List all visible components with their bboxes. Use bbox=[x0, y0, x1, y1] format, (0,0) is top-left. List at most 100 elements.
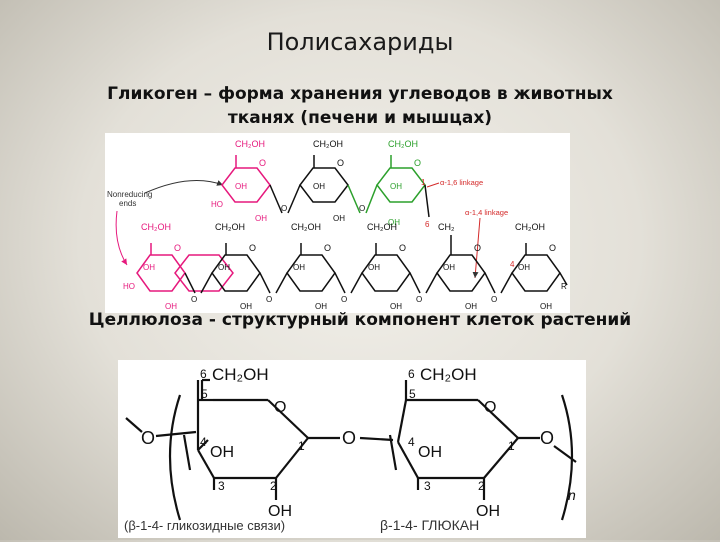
nonreducing-label-1: Nonreducing bbox=[107, 190, 152, 199]
r1-c4: 4 bbox=[200, 435, 207, 449]
b1-ch2oh: CH₂OH bbox=[141, 222, 171, 232]
bridge-o: O bbox=[342, 428, 356, 448]
b1-o: O bbox=[174, 243, 181, 253]
bottom-rings bbox=[136, 254, 561, 292]
r2-c4: 4 bbox=[408, 435, 415, 449]
b3-oh2: OH bbox=[315, 302, 327, 311]
top-ring-pink bbox=[221, 155, 271, 203]
r1-c1: 1 bbox=[298, 439, 305, 453]
b2-oh: OH bbox=[218, 263, 230, 272]
b1-oh2: OH bbox=[165, 302, 177, 311]
top-ring-black-oh: OH bbox=[313, 182, 325, 191]
b4-oh2: OH bbox=[390, 302, 402, 311]
b3-o: O bbox=[324, 243, 331, 253]
r2-ch2oh: CH₂OH bbox=[420, 365, 477, 384]
b5-o: O bbox=[474, 243, 481, 253]
r1-ch2oh: CH₂OH bbox=[212, 365, 269, 384]
top-ring-black-ch2oh: CH₂OH bbox=[313, 139, 343, 149]
b1-oh: OH bbox=[143, 263, 155, 272]
r2-c3: 3 bbox=[424, 479, 431, 493]
r2-c6: 6 bbox=[408, 367, 415, 381]
b6-oh2: OH bbox=[540, 302, 552, 311]
nonreducing-arrow-top bbox=[144, 180, 224, 194]
a16-six-label: 6 bbox=[425, 220, 430, 229]
r1-c2: 2 bbox=[270, 479, 277, 493]
repeat-n: n bbox=[568, 487, 576, 503]
r1-oh: OH bbox=[210, 444, 234, 461]
bottom-bridges bbox=[184, 272, 568, 294]
top-ring-pink-oh: OH bbox=[235, 182, 247, 191]
r1-ring-o: O bbox=[274, 399, 286, 416]
r1-oh2: OH bbox=[268, 503, 292, 520]
glycogen-heading-line2: тканях (печени и мышцах) bbox=[227, 108, 493, 128]
b5-oh: OH bbox=[443, 263, 455, 272]
a16-label: α-1,6 linkage bbox=[440, 178, 483, 187]
r2-ring-o: O bbox=[484, 399, 496, 416]
nonreducing-arrow-bottom bbox=[115, 210, 128, 266]
b2-oh2: OH bbox=[240, 302, 252, 311]
cellulose-svg: 6 CH₂OH 5 O 4 OH 1 3 2 OH O O 6 CH₂OH 5 … bbox=[124, 365, 577, 533]
cellulose-legend-left: (β-1-4- гликозидные связи) bbox=[124, 518, 285, 533]
top-ring-black-o: O bbox=[337, 158, 344, 168]
r2-c2: 2 bbox=[478, 479, 485, 493]
r1-c5: 5 bbox=[201, 387, 208, 401]
r2-c5: 5 bbox=[409, 387, 416, 401]
b5-oh2: OH bbox=[465, 302, 477, 311]
r2-oh2: OH bbox=[476, 503, 500, 520]
r1-c6: 6 bbox=[200, 367, 207, 381]
slide-title: Полисахариды bbox=[266, 28, 454, 56]
top-ring-green-ch2oh: CH₂OH bbox=[388, 139, 418, 149]
top-ring-green-oh2: OH bbox=[388, 218, 400, 227]
cellulose-legend-right: β-1-4- ГЛЮКАН bbox=[380, 517, 479, 533]
cellulose-bonds bbox=[125, 378, 577, 521]
b6-oh: OH bbox=[518, 263, 530, 272]
top-ring-black-oh2: OH bbox=[333, 214, 345, 223]
glycogen-structure-image: Nonreducing ends CH₂OH O OH HO OH CH₂OH … bbox=[105, 133, 570, 313]
glycogen-svg: Nonreducing ends CH₂OH O OH HO OH CH₂OH … bbox=[107, 139, 568, 311]
b-link-o-5: O bbox=[491, 295, 497, 304]
b6-ch2oh: CH₂OH bbox=[515, 222, 545, 232]
b5-ch2: CH₂ bbox=[438, 222, 455, 232]
a14-pointer bbox=[472, 217, 481, 279]
b3-ch2oh: CH₂OH bbox=[291, 222, 321, 232]
top-ring-green-o: O bbox=[414, 158, 421, 168]
lead-o: O bbox=[141, 428, 155, 448]
green-c1-label: 1 bbox=[421, 178, 426, 187]
top-ring-pink-oh2: OH bbox=[255, 214, 267, 223]
b1-ho: HO bbox=[123, 282, 135, 291]
b3-oh: OH bbox=[293, 263, 305, 272]
b2-o: O bbox=[249, 243, 256, 253]
nonreducing-label-2: ends bbox=[119, 199, 136, 208]
top-link-o-2: O bbox=[359, 204, 365, 213]
b4-ch2oh: CH₂OH bbox=[367, 222, 397, 232]
bottom-chain bbox=[174, 254, 234, 292]
b-link-o-2: O bbox=[266, 295, 272, 304]
r2-c1: 1 bbox=[508, 439, 515, 453]
b-link-o-4: O bbox=[416, 295, 422, 304]
top-ring-green-oh: OH bbox=[390, 182, 402, 191]
top-ring-green bbox=[347, 155, 426, 214]
b4-o: O bbox=[399, 243, 406, 253]
b4-oh: OH bbox=[368, 263, 380, 272]
top-ring-pink-ch2oh: CH₂OH bbox=[235, 139, 265, 149]
cellulose-heading: Целлюлоза - структурный компонент клеток… bbox=[88, 310, 632, 330]
a14-label: α-1,4 linkage bbox=[465, 208, 508, 217]
cellulose-structure-image: 6 CH₂OH 5 O 4 OH 1 3 2 OH O O 6 CH₂OH 5 … bbox=[118, 360, 586, 538]
bottom-stubs bbox=[150, 235, 527, 255]
b6-o: O bbox=[549, 243, 556, 253]
b-link-o-3: O bbox=[341, 295, 347, 304]
glycogen-heading-line1: Гликоген – форма хранения углеводов в жи… bbox=[107, 84, 613, 104]
a16-bond bbox=[424, 184, 430, 218]
b-chain-r: R bbox=[561, 282, 567, 291]
top-ring-pink-ho: HO bbox=[211, 200, 223, 209]
b2-ch2oh: CH₂OH bbox=[215, 222, 245, 232]
r2-oh: OH bbox=[418, 444, 442, 461]
top-link-o-1: O bbox=[281, 204, 287, 213]
b-link-o-1: O bbox=[191, 295, 197, 304]
b6-four-label: 4 bbox=[510, 260, 515, 269]
r1-c3: 3 bbox=[218, 479, 225, 493]
top-ring-black bbox=[269, 155, 349, 214]
top-ring-pink-o: O bbox=[259, 158, 266, 168]
a16-pointer bbox=[426, 182, 440, 188]
trail-o: O bbox=[540, 428, 554, 448]
